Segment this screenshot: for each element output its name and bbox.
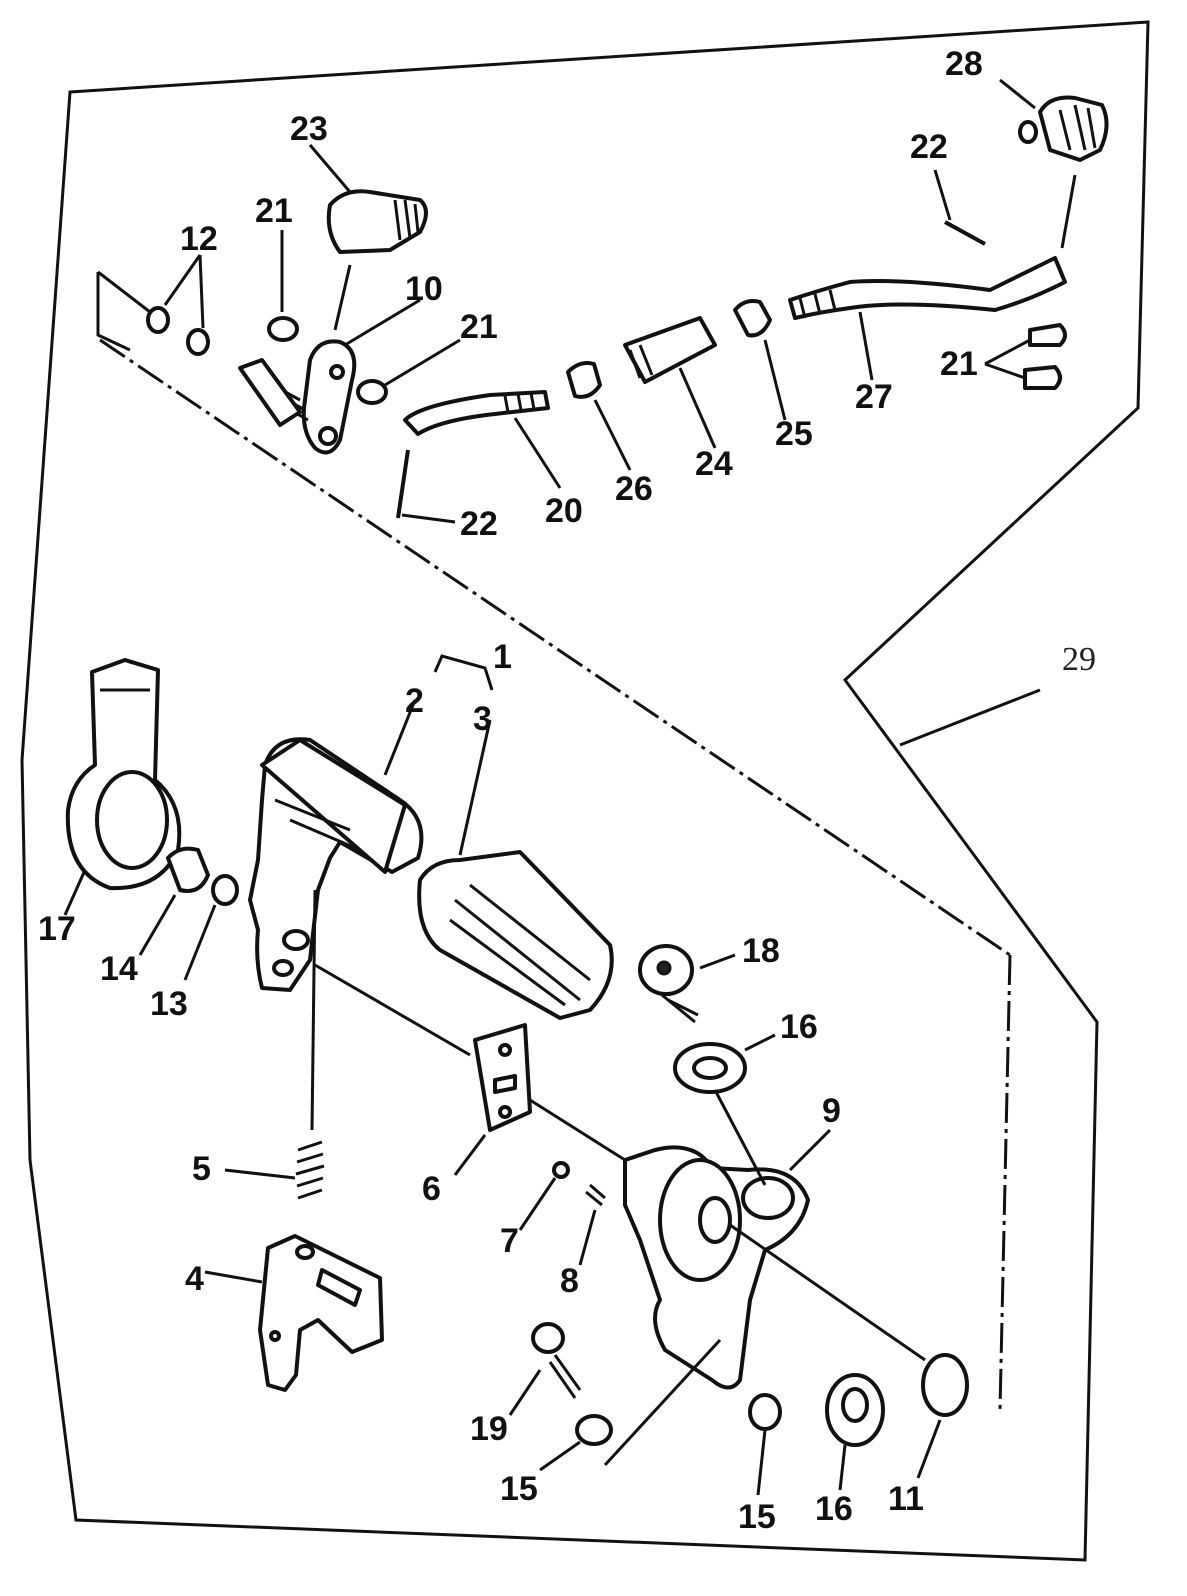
label-13: 13 <box>150 985 188 1023</box>
label-25: 25 <box>775 415 813 453</box>
label-28: 28 <box>945 45 983 83</box>
label-22-top: 22 <box>910 128 948 166</box>
part-23-cover <box>308 144 428 331</box>
label-21-b: 21 <box>460 308 498 346</box>
label-9: 9 <box>822 1092 841 1130</box>
part-7-ball <box>552 1161 570 1179</box>
label-14: 14 <box>100 950 138 988</box>
part-12-clip-a <box>146 306 170 334</box>
label-6: 6 <box>422 1170 441 1208</box>
label-17: 17 <box>38 910 76 948</box>
part-8-screw <box>585 1183 606 1207</box>
part-27-tube <box>788 174 1077 381</box>
part-24-sleeve <box>623 316 717 449</box>
bracket-12 <box>96 272 131 352</box>
divider-line-lower <box>998 954 1012 1411</box>
label-24: 24 <box>695 445 733 483</box>
part-15-washer-left <box>575 1414 613 1446</box>
bracket-12-top <box>97 270 151 314</box>
label-15-right: 15 <box>738 1498 776 1536</box>
label-10: 10 <box>405 270 443 308</box>
label-8: 8 <box>560 1262 579 1300</box>
label-16-upper: 16 <box>780 1008 818 1046</box>
label-4: 4 <box>185 1260 204 1298</box>
part-11-washer <box>921 1353 969 1417</box>
label-21-c: 21 <box>940 345 978 383</box>
part-21-nuts-right <box>984 323 1067 390</box>
label-19: 19 <box>470 1410 508 1448</box>
label-27: 27 <box>855 378 893 416</box>
label-22-bottom: 22 <box>460 505 498 543</box>
part-12-clip-b <box>186 328 210 356</box>
page-frame <box>20 20 1150 1562</box>
label-26: 26 <box>615 470 653 508</box>
label-29: 29 <box>1062 641 1096 678</box>
label-21-a: 21 <box>255 192 293 230</box>
part-4-bracket <box>204 1234 384 1392</box>
part-18-bolt <box>638 944 736 1024</box>
part-15-washer-right <box>748 1393 782 1431</box>
label-18: 18 <box>742 932 780 970</box>
label-12: 12 <box>180 220 218 258</box>
part-29-leader <box>899 688 1041 747</box>
label-2: 2 <box>405 682 424 720</box>
part-6-plate <box>314 963 532 1176</box>
part-22-pin-top <box>944 220 986 246</box>
label-16-lower: 16 <box>815 1490 853 1528</box>
label-15-left: 15 <box>500 1470 538 1508</box>
label-23: 23 <box>290 110 328 148</box>
label-20: 20 <box>545 492 583 530</box>
part-2-pedal-arm <box>248 699 424 992</box>
divider-line <box>99 338 1011 957</box>
part-28-cap <box>1018 95 1109 162</box>
bracket-1 <box>433 654 494 691</box>
label-11: 11 <box>888 1480 924 1518</box>
part-26-nut <box>566 361 632 471</box>
part-10-lever <box>238 298 421 455</box>
label-3: 3 <box>473 700 492 738</box>
part-5-spring <box>224 889 325 1200</box>
part-25-nut <box>733 299 787 421</box>
label-5: 5 <box>192 1150 211 1188</box>
part-21-washer-top <box>267 316 299 342</box>
part-17-housing <box>63 658 182 916</box>
part-14-nut <box>166 846 210 893</box>
part-9-housing <box>529 1089 926 1390</box>
part-20-tube <box>403 390 562 489</box>
part-21-washer-mid <box>356 379 388 405</box>
label-7: 7 <box>500 1222 519 1260</box>
part-19-bolt <box>508 1322 582 1416</box>
label-1: 1 <box>493 638 512 676</box>
part-3-rubber-pad <box>417 719 614 1020</box>
part-22-pin-bottom <box>396 449 410 519</box>
part-13-washer <box>211 874 239 906</box>
